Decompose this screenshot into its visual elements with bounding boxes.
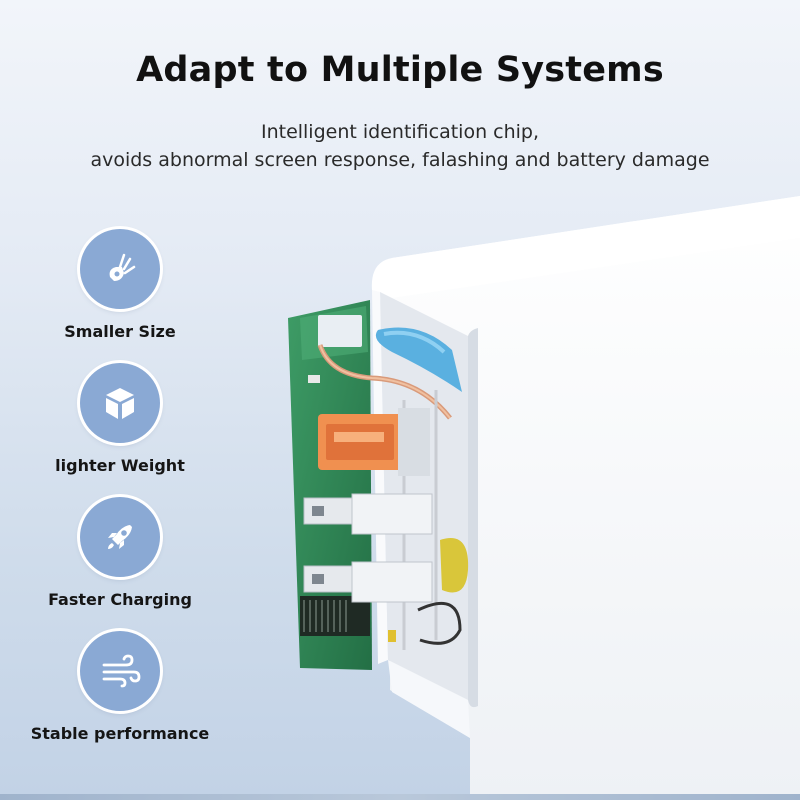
feature-list: Smaller Size lighter Weight Faster Charg… — [0, 0, 240, 800]
feature-label: Stable performance — [30, 724, 210, 743]
bottom-edge — [0, 794, 800, 800]
feature-item-stable-performance: Stable performance — [0, 631, 240, 743]
usb-port — [318, 408, 430, 476]
metal-prong-top — [303, 493, 433, 535]
subtitle-line-1: Intelligent identification chip, — [260, 121, 540, 143]
page-title: Adapt to Multiple Systems — [136, 50, 664, 90]
cube-icon — [80, 363, 160, 443]
feature-item-lighter-weight: lighter Weight — [0, 363, 240, 475]
feature-label: Smaller Size — [64, 322, 176, 341]
subtitle-line-2: avoids abnormal screen response, falashi… — [90, 149, 710, 171]
rocket-icon — [80, 497, 160, 577]
feature-item-faster-charging: Faster Charging — [0, 497, 240, 609]
plug-hand-icon — [80, 229, 160, 309]
feature-item-smaller-size: Smaller Size — [0, 229, 240, 341]
feature-label: Faster Charging — [48, 590, 192, 609]
feature-label: lighter Weight — [55, 456, 185, 475]
page-subtitle: Intelligent identification chip, avoids … — [0, 118, 800, 174]
wind-icon — [80, 631, 160, 711]
metal-prong-bottom — [303, 561, 433, 603]
